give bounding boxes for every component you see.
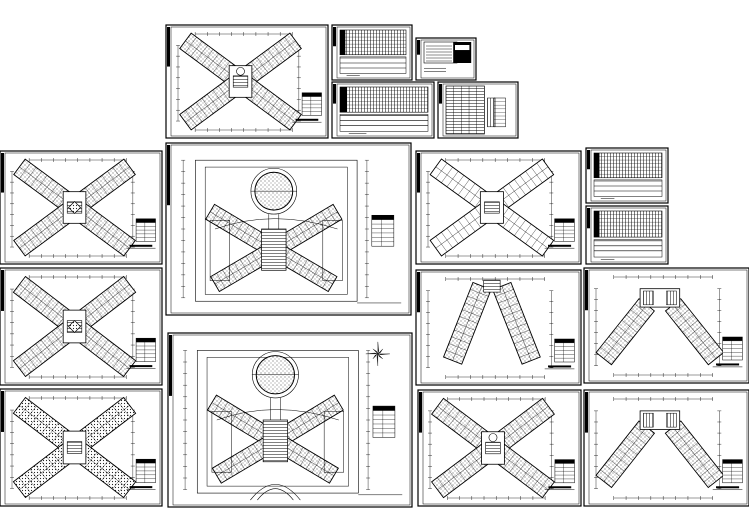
drawing-sheet-s06[interactable] [0,150,163,265]
drawing-sheet-s11[interactable] [0,267,163,386]
drawing-sheet-s16[interactable] [417,389,582,507]
drawing-sheet-s15[interactable] [167,332,413,508]
drawing-sheet-s10[interactable] [585,205,669,265]
drawing-sheet-s02[interactable] [331,24,413,81]
drawing-sheet-s05[interactable] [437,81,519,139]
drawing-sheet-s13[interactable] [583,267,749,384]
drawing-sheet-s12[interactable] [415,269,582,386]
drawing-sheet-s03[interactable] [415,37,477,81]
drawing-sheet-s07[interactable] [165,142,412,316]
sheets-layer [0,24,749,508]
drawing-sheet-s17[interactable] [583,389,749,507]
drawing-sheet-s04[interactable] [331,81,435,139]
drawing-sheet-s09[interactable] [585,147,669,204]
drawing-sheet-s08[interactable] [415,150,582,265]
drawing-sheet-s14[interactable] [0,388,163,507]
drawing-sheet-s01[interactable] [165,24,329,139]
